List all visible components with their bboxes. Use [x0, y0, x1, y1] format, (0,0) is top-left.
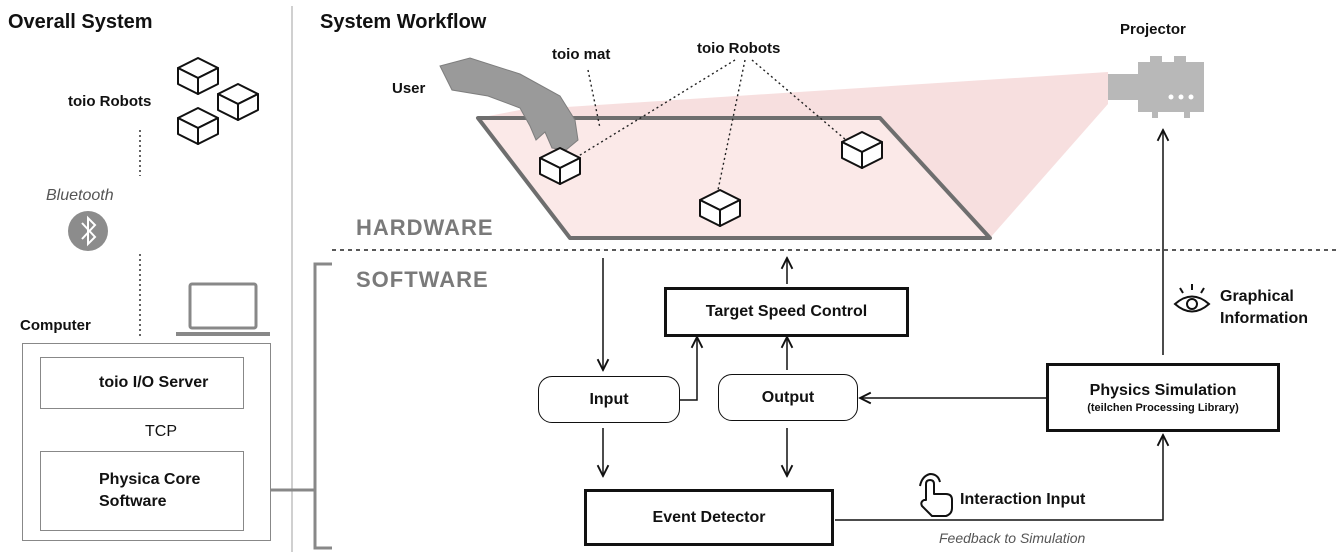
- physics-simulation-box: Physics Simulation (teilchen Processing …: [1046, 363, 1280, 432]
- output-box: Output: [718, 374, 858, 421]
- projector-label: Projector: [1120, 21, 1186, 38]
- feedback-label: Feedback to Simulation: [939, 530, 1086, 546]
- input-box: Input: [538, 376, 680, 423]
- user-label: User: [392, 80, 426, 97]
- eye-icon: [1173, 284, 1211, 313]
- graphical-information-label: Graphical Information: [1220, 286, 1308, 330]
- bluetooth-icon: [68, 211, 108, 251]
- target-speed-control-box: Target Speed Control: [664, 287, 909, 337]
- mat-label: toio mat: [552, 46, 611, 63]
- graphical-label-1: Graphical: [1220, 288, 1294, 305]
- projector-icon: [1108, 56, 1204, 118]
- bluetooth-label: Bluetooth: [46, 187, 114, 204]
- laptop-icon: [176, 282, 270, 336]
- output-label: Output: [761, 388, 815, 406]
- io-server-box: toio I/O Server: [40, 357, 244, 409]
- hand-icon: [439, 57, 579, 151]
- tcp-label: TCP: [145, 423, 177, 440]
- interaction-input-label: Interaction Input: [960, 491, 1086, 508]
- graphical-label-2: Information: [1220, 310, 1308, 327]
- physics-simulation-label: Physics Simulation: [1089, 381, 1237, 399]
- hardware-label: HARDWARE: [356, 215, 494, 240]
- overall-system-title: Overall System: [8, 11, 153, 33]
- workflow-robots-label: toio Robots: [697, 40, 781, 57]
- target-speed-control-label: Target Speed Control: [705, 303, 868, 320]
- core-software-label-2: Software: [99, 493, 167, 510]
- workflow-title: System Workflow: [320, 11, 487, 33]
- event-detector-box: Event Detector: [584, 489, 834, 546]
- software-bracket: [313, 262, 332, 550]
- physics-simulation-sublabel: (teilchen Processing Library): [1087, 401, 1239, 414]
- software-label: SOFTWARE: [356, 267, 489, 292]
- event-detector-label: Event Detector: [652, 508, 766, 526]
- left-robots-label: toio Robots: [68, 93, 152, 110]
- pointer-hand-icon: [919, 473, 953, 517]
- flow-arrows: [603, 130, 1163, 521]
- robot-cube-icons: [177, 57, 883, 227]
- computer-label: Computer: [20, 317, 91, 334]
- core-software-box: Physica Core Software: [40, 451, 244, 531]
- input-label: Input: [589, 390, 629, 408]
- core-software-label-1: Physica Core: [99, 471, 201, 488]
- pointer-lines: [139, 59, 847, 336]
- io-server-label: toio I/O Server: [99, 374, 209, 391]
